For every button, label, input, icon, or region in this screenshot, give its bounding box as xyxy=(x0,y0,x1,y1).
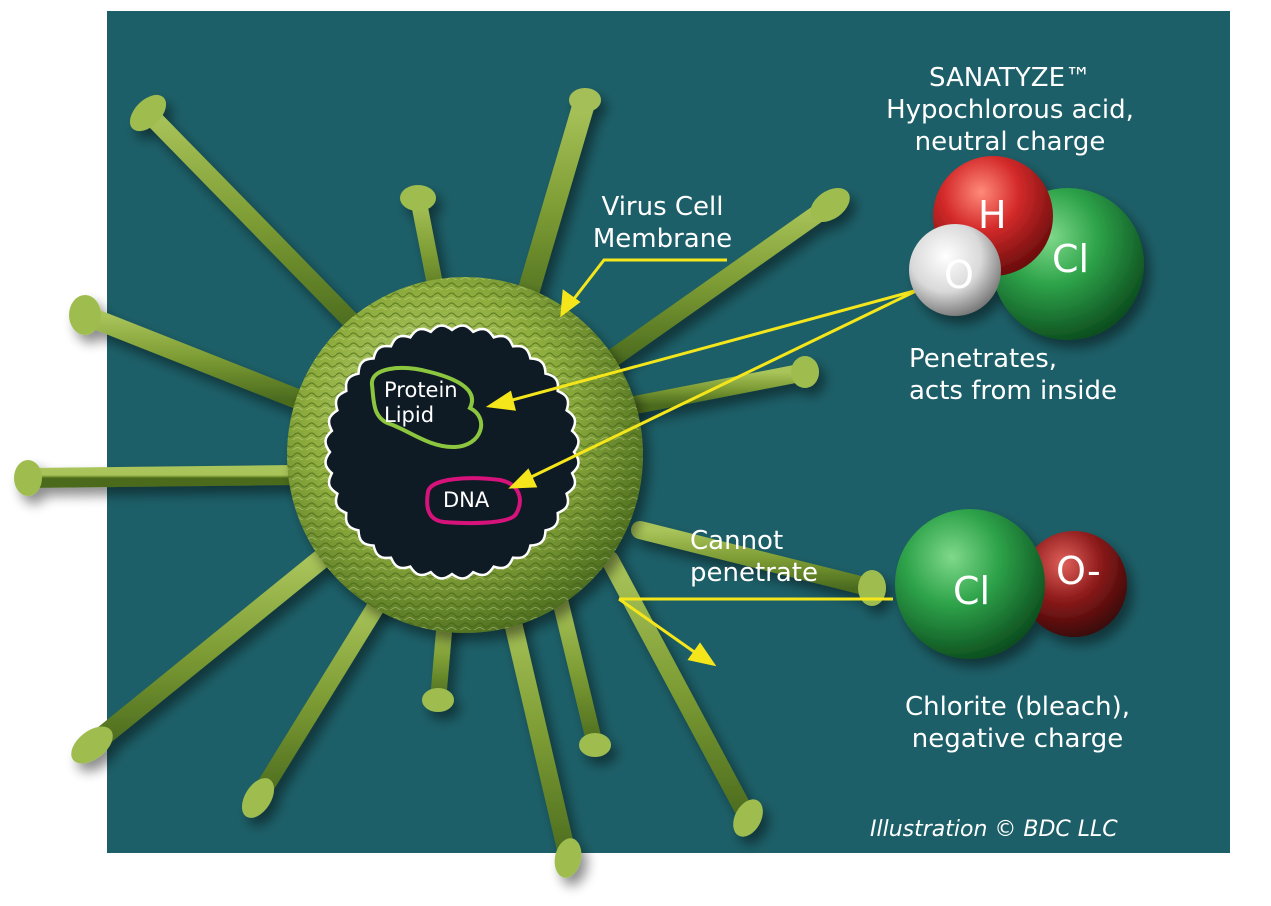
chlorine-symbol: Cl xyxy=(1052,237,1090,281)
bleach-molecule xyxy=(895,509,1127,659)
hocl-brand: SANATYZE™ xyxy=(929,63,1091,93)
dna-label: DNA xyxy=(443,488,490,512)
hocl-title: SANATYZE™ Hypochlorous acid, neutral cha… xyxy=(850,62,1170,158)
hydrogen-symbol: H xyxy=(978,193,1007,237)
virus-spikes xyxy=(14,88,886,878)
protein-lipid-label: Protein Lipid xyxy=(384,378,458,427)
dna-outline xyxy=(425,476,522,526)
spike xyxy=(241,591,389,818)
protein-lipid-outline xyxy=(370,366,483,450)
spike xyxy=(69,295,310,410)
bleach-arrow xyxy=(618,597,893,667)
spike xyxy=(601,187,850,369)
hocl-charge: neutral charge xyxy=(914,127,1106,157)
arrows xyxy=(485,258,919,667)
spike xyxy=(601,551,763,837)
hocl-molecule xyxy=(909,156,1144,340)
spike xyxy=(552,592,611,757)
membrane-arrow xyxy=(560,258,727,318)
penetrate-arrow-dna xyxy=(508,288,919,489)
spike xyxy=(422,612,454,712)
bleach-oxygen-symbol: O- xyxy=(1056,549,1101,593)
cannot-penetrate-label: Cannot penetrate xyxy=(690,526,818,588)
bleach-label: Chlorite (bleach), negative charge xyxy=(904,692,1131,754)
spike xyxy=(71,550,330,764)
oxygen-negative-atom xyxy=(1021,531,1127,637)
spike xyxy=(501,601,582,878)
spike xyxy=(631,521,886,606)
spike xyxy=(14,460,305,496)
oxygen-symbol: O xyxy=(944,253,974,297)
membrane-label: Virus Cell Membrane xyxy=(592,192,733,254)
hocl-name: Hypochlorous acid, xyxy=(886,95,1134,125)
spike xyxy=(509,88,601,331)
bleach-chlorine-symbol: Cl xyxy=(953,569,991,613)
virus-core xyxy=(324,324,580,580)
spike xyxy=(129,94,369,339)
chlorine-atom xyxy=(895,509,1045,659)
spike xyxy=(626,356,819,414)
penetrates-label: Penetrates, acts from inside xyxy=(909,344,1117,406)
illustration-credit: Illustration © BDC LLC xyxy=(870,817,1118,842)
penetrate-arrow-protein xyxy=(485,288,919,411)
oxygen-atom xyxy=(909,224,1001,316)
